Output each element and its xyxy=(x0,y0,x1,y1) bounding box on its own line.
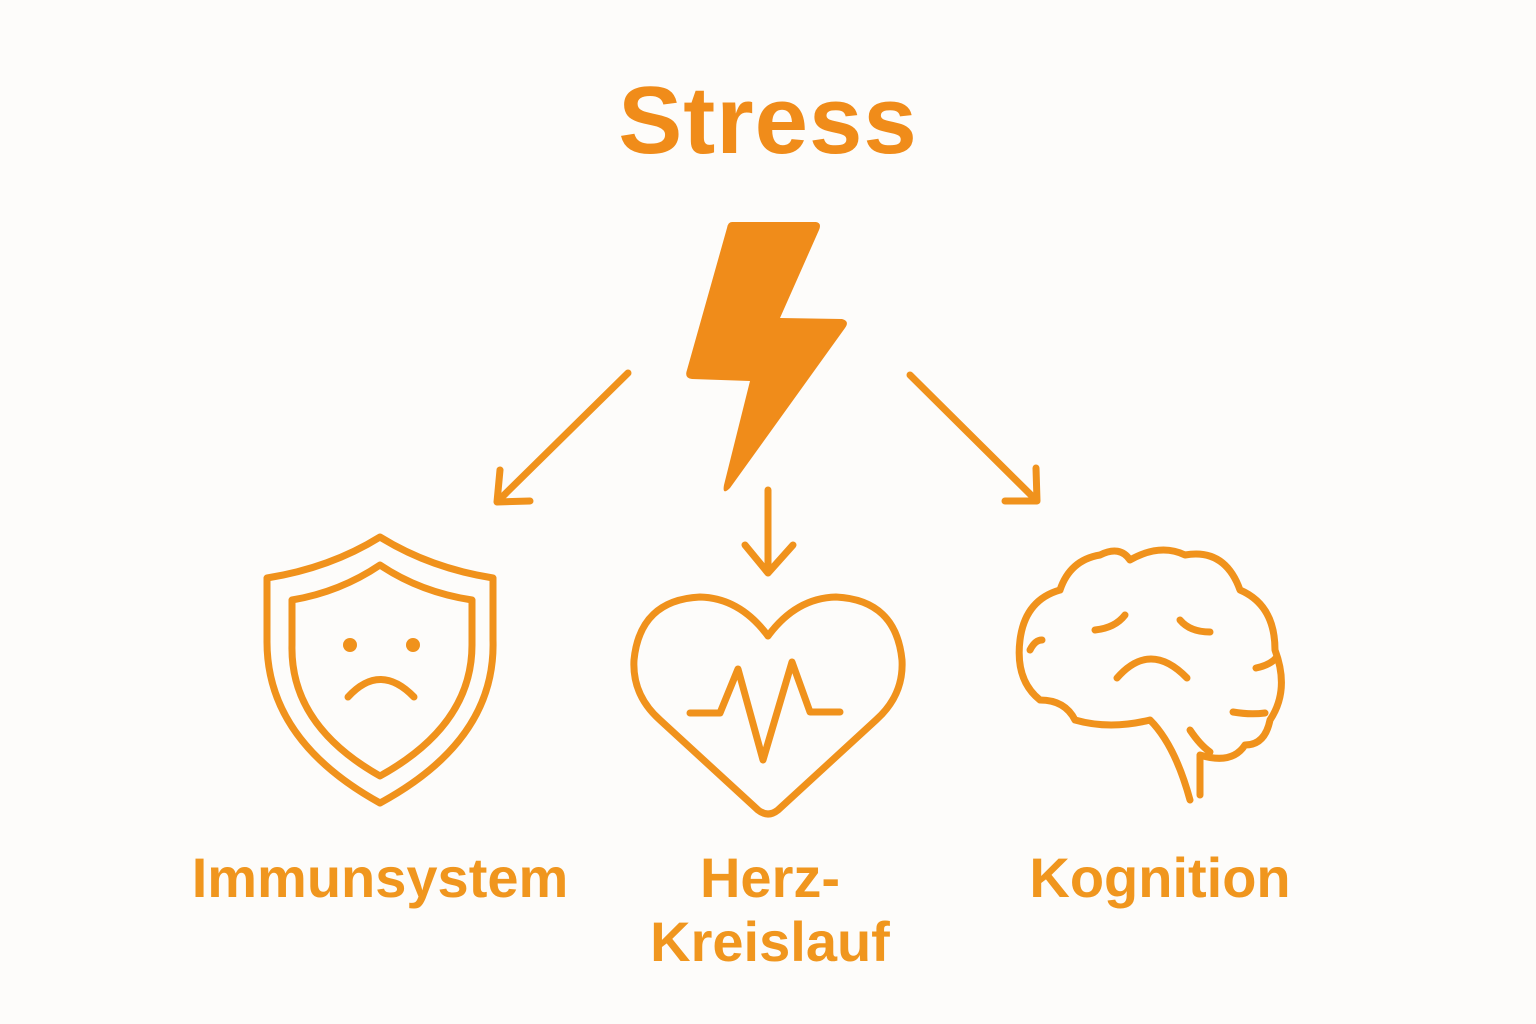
label-herz-kreislauf: Herz- Kreislauf xyxy=(580,846,960,974)
diagram-title: Stress xyxy=(618,67,918,174)
arrow-down-icon xyxy=(741,486,797,577)
sad-brain-icon xyxy=(1015,546,1285,804)
sad-shield-icon xyxy=(263,533,497,807)
lightning-bolt-icon xyxy=(686,222,847,492)
label-herz-line1: Herz- xyxy=(699,846,841,909)
label-immunsystem: Immunsystem xyxy=(191,846,569,909)
label-kognition: Kognition xyxy=(1029,846,1291,909)
arrow-down-right-icon xyxy=(906,371,1041,505)
heart-pulse-icon xyxy=(630,593,906,818)
label-herz-line2: Kreislauf xyxy=(650,910,890,973)
arrow-down-left-icon xyxy=(493,369,632,506)
